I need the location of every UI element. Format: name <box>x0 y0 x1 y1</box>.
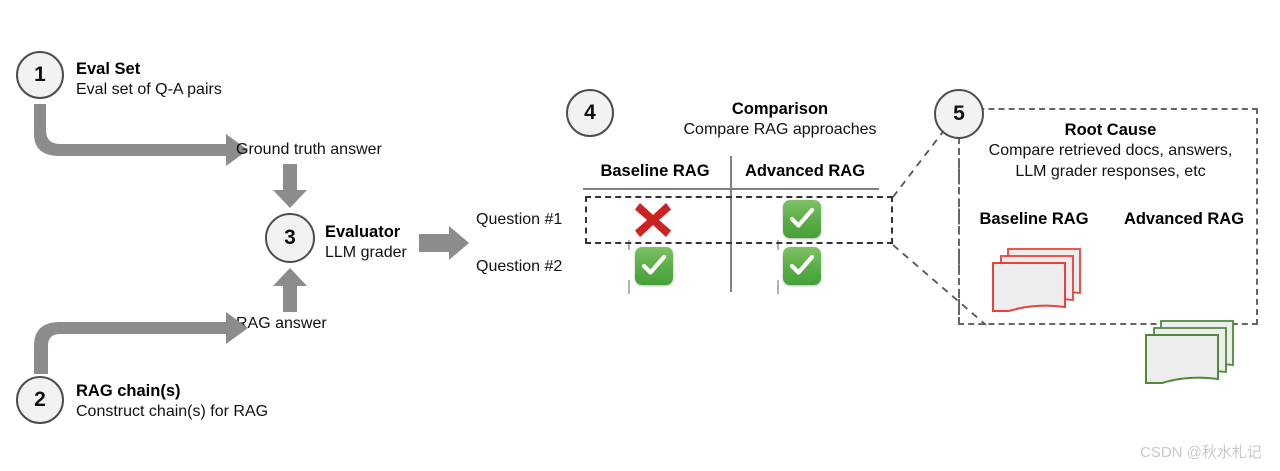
comparison-cell-1-baseline-pass-icon <box>635 247 673 285</box>
step-4-title: Comparison <box>731 100 829 118</box>
step-5-subtitle-line-1: Compare retrieved docs, answers, <box>988 142 1233 159</box>
comparison-column-header-advanced: Advanced RAG <box>744 162 866 180</box>
step-5-subtitle-line-2: LLM grader responses, etc <box>1015 163 1206 180</box>
step-2-subtitle: Construct chain(s) for RAG <box>76 403 269 420</box>
step-circle-5: 5 <box>934 89 984 139</box>
step-circle-1: 1 <box>16 51 64 99</box>
comparison-row-label-0: Question #1 <box>476 211 563 228</box>
label-rag-answer: RAG answer <box>236 315 327 332</box>
step-3-title: Evaluator <box>325 223 401 241</box>
step-5-title: Root Cause <box>1064 121 1157 139</box>
step-number-2: 2 <box>34 388 46 411</box>
step-3-subtitle: LLM grader <box>325 244 407 261</box>
step-1-title: Eval Set <box>76 60 141 78</box>
step-3-text: Evaluator LLM grader <box>325 222 407 263</box>
arrow-eval-set-to-ground-truth <box>34 104 248 166</box>
comparison-tick-baseline-upper <box>628 240 630 250</box>
comparison-column-divider <box>730 156 732 292</box>
comparison-row-highlight-box <box>585 196 893 244</box>
root-cause-column-header-advanced: Advanced RAG <box>1123 210 1245 228</box>
step-2-title: RAG chain(s) <box>76 382 181 400</box>
step-number-3: 3 <box>284 226 296 249</box>
arrow-evaluator-to-comparison <box>419 226 469 260</box>
arrow-rag-chain-to-rag-answer <box>34 312 248 374</box>
comparison-cell-0-advanced-pass-icon <box>783 200 821 238</box>
step-5-text: Root Cause Compare retrieved docs, answe… <box>968 120 1253 182</box>
comparison-cell-1-advanced-pass-icon <box>783 247 821 285</box>
step-1-text: Eval Set Eval set of Q-A pairs <box>76 59 222 100</box>
label-ground-truth-answer: Ground truth answer <box>236 141 382 158</box>
comparison-cell-0-baseline-fail-icon <box>633 200 673 240</box>
baseline-rag-document-stack <box>990 245 1094 317</box>
step-2-text: RAG chain(s) Construct chain(s) for RAG <box>76 381 268 422</box>
comparison-row-label-1: Question #2 <box>476 258 563 275</box>
step-number-4: 4 <box>584 101 596 124</box>
step-4-text: Comparison Compare RAG approaches <box>620 99 940 140</box>
comparison-tick-baseline <box>628 280 630 294</box>
step-1-subtitle: Eval set of Q-A pairs <box>76 81 222 98</box>
root-cause-panel <box>958 108 1258 325</box>
step-number-5: 5 <box>953 102 965 125</box>
step-number-1: 1 <box>34 63 46 86</box>
step-circle-4: 4 <box>566 89 614 137</box>
root-cause-column-header-baseline: Baseline RAG <box>979 210 1089 228</box>
arrow-rag-answer-to-evaluator <box>273 268 307 312</box>
comparison-tick-advanced-upper <box>777 240 779 250</box>
step-4-subtitle: Compare RAG approaches <box>683 121 877 138</box>
watermark-text: CSDN @秋水札记 <box>1140 444 1262 461</box>
step-circle-2: 2 <box>16 376 64 424</box>
advanced-rag-document-stack <box>1143 317 1247 389</box>
step-circle-3: 3 <box>265 213 315 263</box>
comparison-column-header-baseline: Baseline RAG <box>600 162 710 180</box>
arrow-ground-truth-to-evaluator <box>273 164 307 208</box>
comparison-tick-advanced <box>777 280 779 294</box>
